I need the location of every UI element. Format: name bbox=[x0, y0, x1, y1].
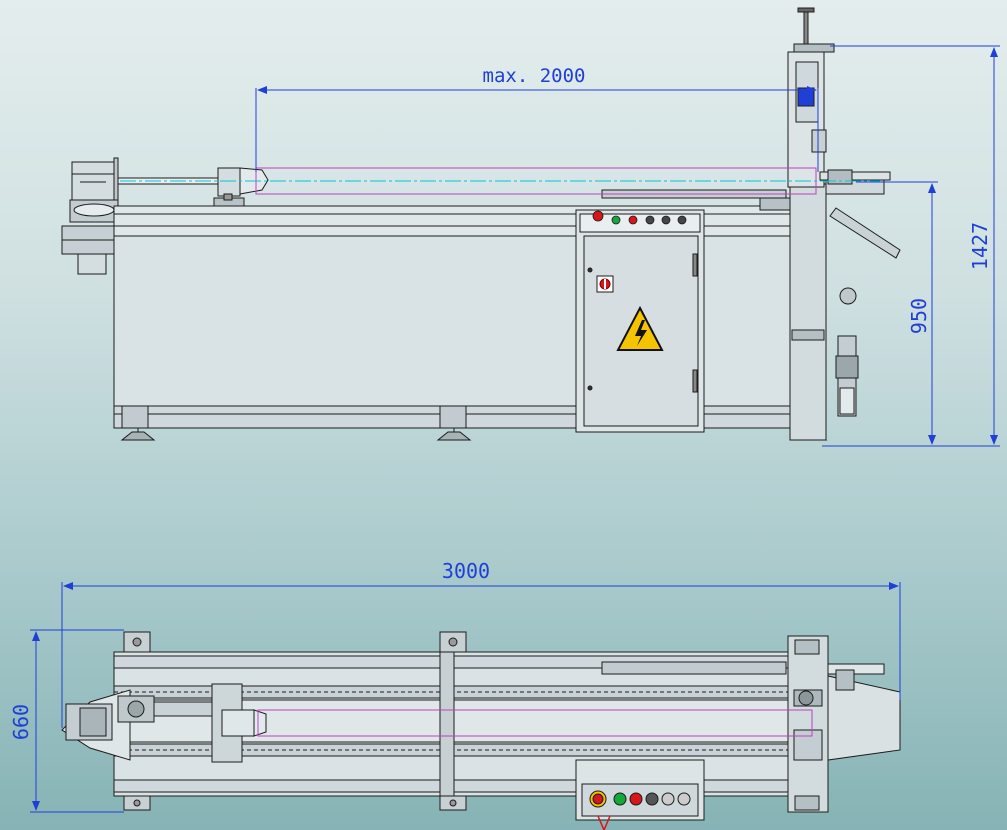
front-view bbox=[61, 7, 901, 441]
high-voltage-warning-icon bbox=[616, 305, 664, 351]
dimension-total-length-label: 3000 bbox=[442, 559, 490, 583]
emergency-stop-icon bbox=[592, 210, 604, 222]
main-switch-icon bbox=[596, 275, 614, 293]
dimension-max-length bbox=[255, 86, 819, 172]
dimension-width bbox=[30, 629, 124, 813]
dimension-max-length-label: max. 2000 bbox=[483, 65, 586, 87]
workpiece-outline-top bbox=[257, 709, 813, 737]
control-buttons-front bbox=[592, 210, 687, 225]
saw-column bbox=[787, 7, 901, 441]
dimension-width-label: 660 bbox=[9, 704, 33, 740]
dimension-total-length bbox=[61, 582, 901, 728]
top-view bbox=[61, 631, 901, 830]
pusher-head bbox=[213, 167, 269, 207]
dimension-table-height-label: 950 bbox=[907, 298, 931, 334]
saw-station-top bbox=[787, 635, 829, 813]
dimension-total-height-label: 1427 bbox=[968, 222, 992, 270]
control-buttons-top bbox=[589, 790, 691, 808]
dimension-table-height bbox=[856, 181, 938, 445]
dimension-total-height bbox=[822, 45, 1000, 447]
drive-unit bbox=[61, 157, 119, 287]
